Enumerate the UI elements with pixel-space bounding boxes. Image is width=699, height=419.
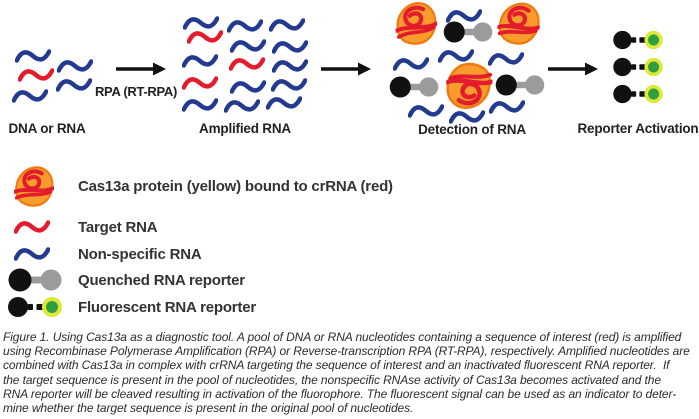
caption-line: RNA reporter will be cleaved resulting i… (3, 386, 677, 401)
nonspecific-rna-icon (268, 99, 300, 108)
legend-item-cas13a: Cas13a protein (yellow) bound to crRNA (… (14, 162, 393, 210)
nonspecific-rna-icon (448, 12, 480, 21)
legend-item-nonspecific-rna: Non-specific RNA (14, 243, 202, 265)
nonspecific-rna-icon (271, 21, 303, 30)
target-rna-icon (14, 218, 50, 236)
nonspecific-rna-icon (273, 81, 305, 90)
quenched-reporter-icon (443, 21, 493, 43)
target-rna-icon (189, 33, 221, 42)
caption-line: the target sequence is present in the po… (3, 372, 661, 387)
nonspecific-rna-icon (274, 43, 306, 52)
nonspecific-rna-icon (185, 19, 217, 28)
figure-caption: Figure 1. Using Cas13a as a diagnostic t… (3, 330, 699, 415)
panel-reporter-activation (612, 29, 663, 105)
panel-amplified-rna (184, 19, 306, 111)
nonspecific-rna-icon (440, 52, 472, 61)
pipeline-diagram (0, 0, 663, 150)
nonspecific-rna-icon (410, 107, 442, 116)
legend-item-label: Target RNA (78, 218, 158, 236)
nonspecific-rna-icon (232, 42, 264, 51)
cas13a-protein-icon (14, 163, 54, 210)
fluorescent-reporter-icon (8, 295, 62, 319)
cas13a-protein-icon (445, 62, 493, 110)
fluorescent-reporter-icon (612, 56, 663, 78)
arrow-rpa (116, 62, 166, 76)
target-rna-icon (231, 60, 263, 69)
caption-line: mine whether the target sequence is pres… (3, 401, 414, 416)
fluorescent-reporter-icon (612, 83, 663, 105)
quenched-reporter-icon (495, 74, 545, 96)
legend-item-label: Cas13a protein (yellow) bound to crRNA (… (78, 177, 393, 195)
nonspecific-rna-icon (14, 92, 46, 101)
stage-label-dna-or-rna: DNA or RNA (8, 121, 86, 136)
arrow-to-detection (321, 62, 371, 76)
nonspecific-rna-icon (17, 52, 49, 61)
nonspecific-rna-icon (226, 102, 258, 111)
caption-line: combined with Cas13a in complex with crR… (3, 358, 670, 373)
nonspecific-rna-icon (184, 57, 216, 66)
legend-item-label: Quenched RNA reporter (78, 271, 245, 289)
panel-detection-of-rna (389, 1, 545, 122)
legend-item-quenched-reporter: Quenched RNA reporter (8, 268, 245, 292)
nonspecific-rna-icon (184, 101, 216, 110)
cas13a-protein-icon (497, 1, 541, 45)
caption-line: using Recombinase Polymerase Amplificati… (3, 344, 690, 359)
target-rna-icon (184, 79, 216, 88)
stage-label-detection-of-rna: Detection of RNA (418, 122, 526, 137)
quenched-reporter-icon (389, 76, 439, 98)
nonspecific-rna-icon (229, 22, 261, 31)
target-rna-icon (20, 71, 52, 80)
nonspecific-rna-icon (395, 60, 427, 69)
nonspecific-rna-icon (232, 83, 264, 92)
legend-item-label: Fluorescent RNA reporter (78, 298, 257, 316)
nonspecific-rna-icon (274, 62, 306, 71)
legend-item-fluorescent-reporter: Fluorescent RNA reporter (8, 295, 256, 319)
arrow-to-activation (548, 62, 598, 76)
legend-item-label: Non-specific RNA (78, 245, 202, 263)
stage-label-reporter-activation: Reporter Activation (577, 121, 699, 136)
nonspecific-rna-icon (451, 113, 483, 122)
caption-line: Figure 1. Using Cas13a as a diagnostic t… (3, 330, 682, 344)
nonspecific-rna-icon (59, 62, 91, 71)
legend-item-target-rna: Target RNA (14, 216, 158, 238)
panel-dna-or-rna (14, 52, 91, 101)
nonspecific-rna-icon (58, 81, 90, 90)
quenched-reporter-icon (8, 268, 62, 292)
nonspecific-rna-icon (14, 245, 50, 263)
fluorescent-reporter-icon (612, 29, 663, 51)
cas13a-protein-icon (394, 2, 438, 46)
arrow-rpa-label: RPA (RT-RPA) (94, 84, 178, 99)
nonspecific-rna-icon (490, 55, 522, 64)
nonspecific-rna-icon (491, 103, 523, 112)
stage-label-amplified-rna: Amplified RNA (199, 121, 291, 136)
